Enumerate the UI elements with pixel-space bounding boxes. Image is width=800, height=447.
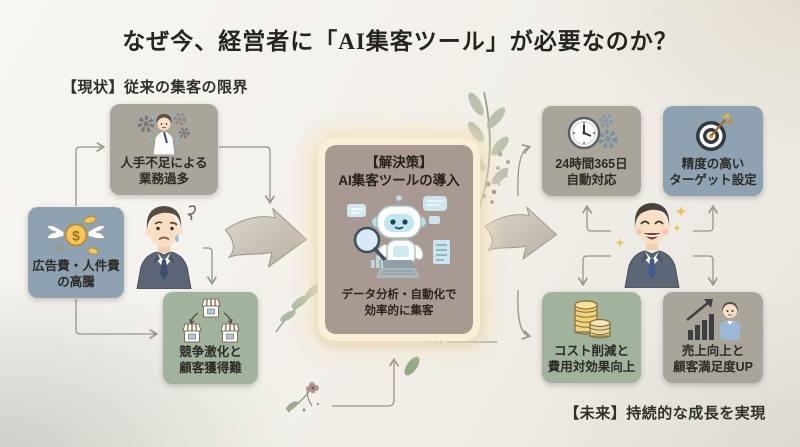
box-overwork: 人手不足による 業務過多	[110, 104, 218, 195]
happy-businessman	[615, 203, 687, 288]
flower-decoration-icon	[286, 382, 320, 413]
gears-worker-icon	[137, 111, 191, 155]
box-targeting: 精度の高い ターゲット設定	[663, 106, 763, 196]
current-section-label: 【現状】従来の集客の限界	[62, 79, 249, 96]
growth-chart-icon	[685, 297, 741, 343]
box-label: 費用対効果向上	[547, 359, 636, 374]
box-label: 自動対応	[566, 172, 617, 187]
box-cost-reduction: コスト削減と 費用対効果向上	[542, 292, 641, 383]
solution-caption: データ分析・自動化で	[341, 289, 457, 302]
box-label: ターゲット設定	[669, 172, 757, 187]
future-section-label: 【未来】持続的な成長を実現	[564, 405, 766, 422]
box-label: 顧客獲得難	[179, 360, 242, 375]
small-leaf-icon	[404, 356, 420, 376]
box-auto-support: 24時間365日 自動対応	[542, 106, 641, 196]
solution-heading: AI集客ツールの導入	[338, 173, 460, 189]
box-label: 競争激化と	[179, 344, 242, 359]
box-label: 広告費・人件費	[32, 258, 120, 273]
box-rising-costs: $ 広告費・人件費 の高騰	[28, 207, 124, 298]
box-label: 顧客満足度UP	[673, 359, 753, 374]
flow-arrow-left-icon	[224, 207, 307, 268]
solution-panel: 【解決策】 AI集客ツールの導入	[318, 138, 480, 341]
solution-heading: 【解決策】	[365, 155, 433, 170]
box-label: 業務過多	[138, 171, 189, 186]
coin-stacks-icon	[566, 297, 618, 343]
clock-gears-icon	[565, 112, 619, 156]
berries-decoration-icon	[496, 151, 510, 186]
page-title: なぜ今、経営者に「AI集客ツール」が必要なのか？	[122, 29, 678, 54]
box-competition: 競争激化と 顧客獲得難	[163, 292, 258, 384]
flow-arrow-right-icon	[484, 206, 557, 260]
dart-target-icon	[687, 110, 739, 156]
box-label: 精度の高い	[681, 156, 745, 171]
box-sales-up: 売上向上と 顧客満足度UP	[663, 292, 763, 383]
winged-money-icon: $	[46, 214, 106, 258]
ai-robot-icon	[347, 194, 450, 279]
box-label: 24時間365日	[555, 156, 628, 171]
solution-panel-inner: 【解決策】 AI集客ツールの導入	[325, 145, 473, 334]
storefronts-icon	[181, 297, 240, 344]
solution-caption: 効率的に集客	[364, 304, 434, 317]
box-label: の高騰	[57, 274, 95, 289]
box-label: 人手不足による	[120, 155, 208, 170]
worried-businessman	[136, 205, 196, 289]
svg-text:$: $	[72, 227, 80, 243]
box-label: 売上向上と	[681, 343, 745, 358]
box-label: コスト削減と	[553, 343, 629, 358]
